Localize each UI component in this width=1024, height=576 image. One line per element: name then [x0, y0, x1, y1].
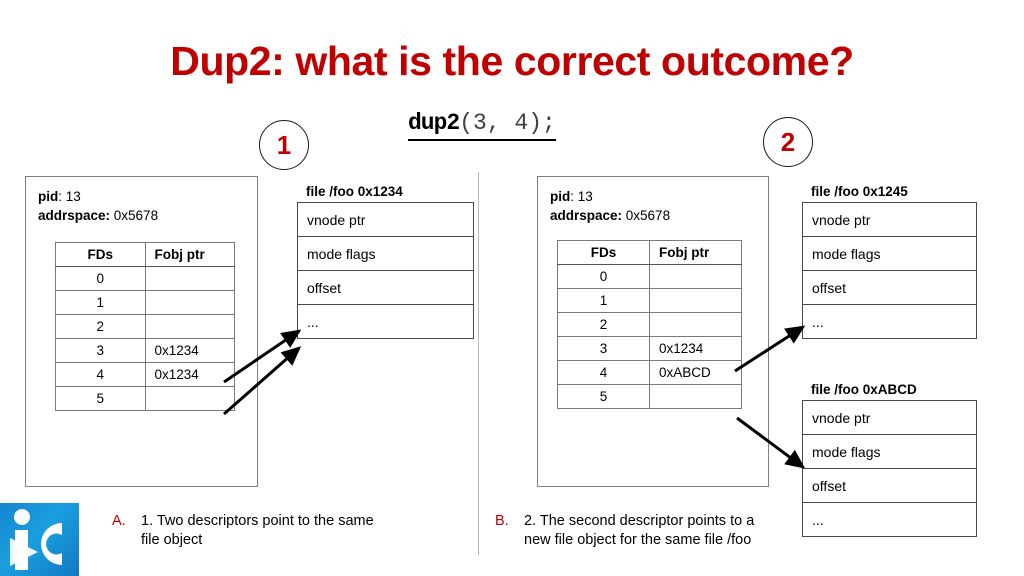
- table-row: 1: [55, 290, 235, 315]
- left-pid-line: pid: 13: [38, 187, 158, 206]
- right-addrspace-line: addrspace: 0x5678: [550, 206, 670, 225]
- left-file-object-rows: vnode ptr mode flags offset ...: [297, 202, 474, 339]
- left-file-row-offset: offset: [298, 271, 473, 305]
- left-ptr-1: [144, 290, 235, 315]
- answer-a-text: 1. Two descriptors point to the same fil…: [141, 513, 374, 548]
- right-fobj-col-header: Fobj ptr: [649, 240, 742, 265]
- answer-a-marker: A.: [112, 513, 126, 529]
- right-ptr-2: [649, 312, 742, 337]
- marker-circle-2: 2: [763, 117, 813, 167]
- left-addrspace-value: 0x5678: [110, 208, 159, 223]
- right-bottom-file-row-vnode-ptr: vnode ptr: [803, 401, 976, 435]
- right-addrspace-label: addrspace:: [550, 208, 623, 223]
- right-file-object-top-rows: vnode ptr mode flags offset ...: [802, 202, 977, 339]
- right-file-object-bottom-caption: file /foo 0xABCD: [811, 382, 917, 397]
- table-row: 1: [557, 288, 742, 313]
- left-process-meta: pid: 13 addrspace: 0x5678: [38, 187, 158, 225]
- right-ptr-0: [649, 264, 742, 289]
- marker-circle-1: 1: [259, 120, 309, 170]
- answer-b-marker: B.: [495, 513, 509, 529]
- left-fobj-col-header: Fobj ptr: [144, 242, 235, 267]
- left-ptr-2: [144, 314, 235, 339]
- left-fd-1: 1: [55, 290, 146, 315]
- answer-b-text: 2. The second descriptor points to a new…: [524, 513, 755, 548]
- right-fd-table-header-row: FDs Fobj ptr: [557, 240, 742, 265]
- right-process-meta: pid: 13 addrspace: 0x5678: [550, 187, 670, 225]
- right-top-file-row-ellipsis: ...: [803, 305, 976, 339]
- left-pid-label: pid: [38, 189, 59, 204]
- right-file-object-bottom: file /foo 0xABCD vnode ptr mode flags of…: [802, 382, 977, 537]
- answer-option-a[interactable]: A. 1. Two descriptors point to the same …: [112, 512, 442, 550]
- dup2-arguments: (3, 4);: [459, 110, 556, 136]
- left-pid-value: : 13: [58, 189, 81, 204]
- right-ptr-3: 0x1234: [649, 336, 742, 361]
- page-title: Dup2: what is the correct outcome?: [170, 38, 854, 84]
- left-file-row-mode-flags: mode flags: [298, 237, 473, 271]
- table-row: 5: [557, 384, 742, 409]
- left-addrspace-label: addrspace:: [38, 208, 111, 223]
- table-row: 0: [557, 264, 742, 289]
- right-pid-value: : 13: [570, 189, 593, 204]
- right-fd-5: 5: [557, 384, 650, 409]
- left-ptr-0: [144, 266, 235, 291]
- answer-option-b[interactable]: B. 2. The second descriptor points to a …: [495, 512, 815, 550]
- right-ptr-5: [649, 384, 742, 409]
- right-bottom-file-row-ellipsis: ...: [803, 503, 976, 537]
- right-addrspace-value: 0x5678: [622, 208, 671, 223]
- ic-logo: [0, 503, 79, 576]
- left-ptr-4: 0x1234: [144, 362, 235, 387]
- dup2-call: dup2(3, 4);: [408, 110, 556, 141]
- dup2-function-name: dup2: [408, 110, 460, 136]
- right-bottom-file-row-mode-flags: mode flags: [803, 435, 976, 469]
- left-fd-3: 3: [55, 338, 146, 363]
- right-file-object-top: file /foo 0x1245 vnode ptr mode flags of…: [802, 184, 977, 339]
- table-row: 2: [557, 312, 742, 337]
- left-fd-table-header-row: FDs Fobj ptr: [55, 242, 235, 267]
- right-top-file-row-offset: offset: [803, 271, 976, 305]
- left-fd-2: 2: [55, 314, 146, 339]
- right-file-object-bottom-rows: vnode ptr mode flags offset ...: [802, 400, 977, 537]
- right-bottom-file-row-offset: offset: [803, 469, 976, 503]
- left-fd-0: 0: [55, 266, 146, 291]
- right-fd-1: 1: [557, 288, 650, 313]
- left-ptr-5: [144, 386, 235, 411]
- right-ptr-1: [649, 288, 742, 313]
- left-file-row-ellipsis: ...: [298, 305, 473, 339]
- right-file-object-top-caption: file /foo 0x1245: [811, 184, 908, 199]
- left-file-object-caption: file /foo 0x1234: [306, 184, 403, 199]
- left-file-row-vnode-ptr: vnode ptr: [298, 203, 473, 237]
- left-fd-4: 4: [55, 362, 146, 387]
- table-row: 2: [55, 314, 235, 339]
- left-ptr-3: 0x1234: [144, 338, 235, 363]
- ic-logo-glyph: [10, 509, 62, 570]
- right-fd-col-header: FDs: [557, 240, 650, 265]
- right-top-file-row-mode-flags: mode flags: [803, 237, 976, 271]
- right-pid-label: pid: [550, 189, 571, 204]
- left-fd-col-header: FDs: [55, 242, 146, 267]
- right-fd-0: 0: [557, 264, 650, 289]
- right-ptr-4: 0xABCD: [649, 360, 742, 385]
- left-addrspace-line: addrspace: 0x5678: [38, 206, 158, 225]
- right-fd-3: 3: [557, 336, 650, 361]
- table-row: 0: [55, 266, 235, 291]
- right-top-file-row-vnode-ptr: vnode ptr: [803, 203, 976, 237]
- right-fd-4: 4: [557, 360, 650, 385]
- left-file-object: file /foo 0x1234 vnode ptr mode flags of…: [297, 184, 474, 339]
- right-pid-line: pid: 13: [550, 187, 670, 206]
- left-fd-5: 5: [55, 386, 146, 411]
- table-row: 5: [55, 386, 235, 411]
- vertical-divider: [478, 172, 479, 555]
- right-fd-2: 2: [557, 312, 650, 337]
